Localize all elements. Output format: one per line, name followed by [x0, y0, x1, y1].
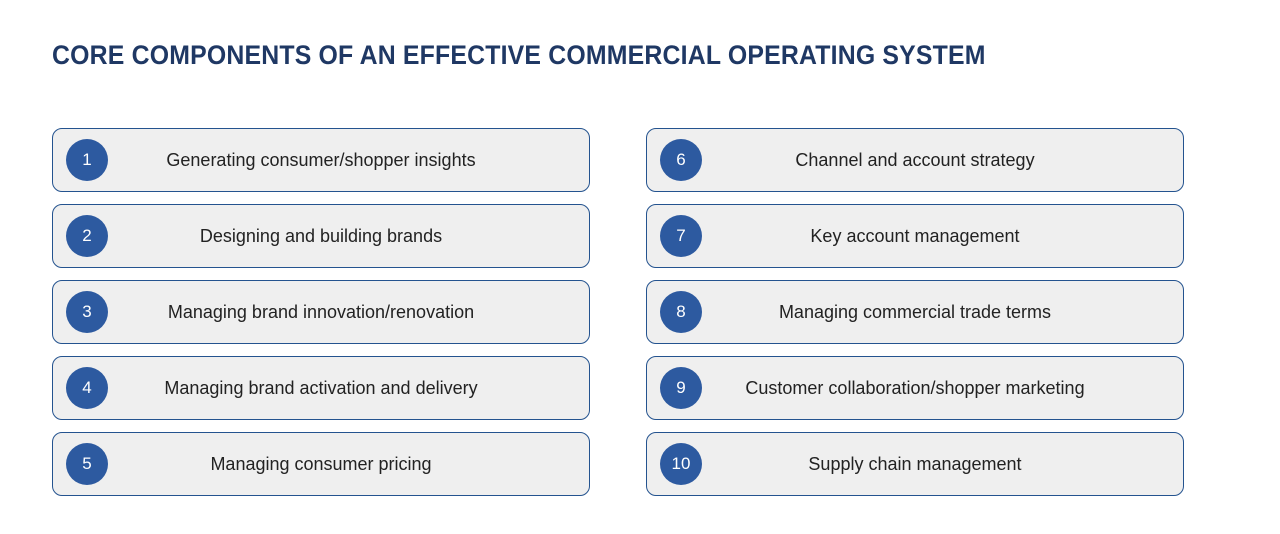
component-item-6: 6 Channel and account strategy [646, 128, 1184, 192]
component-item-5: 5 Managing consumer pricing [52, 432, 590, 496]
number-badge: 3 [66, 291, 108, 333]
component-label: Managing commercial trade terms [778, 301, 1052, 322]
number-badge: 1 [66, 139, 108, 181]
right-column: 6 Channel and account strategy 7 Key acc… [646, 128, 1184, 496]
number-badge: 2 [66, 215, 108, 257]
number-badge: 6 [660, 139, 702, 181]
component-label: Key account management [810, 225, 1020, 246]
component-label: Managing brand activation and delivery [164, 377, 478, 398]
left-column: 1 Generating consumer/shopper insights 2… [52, 128, 590, 496]
number-badge: 4 [66, 367, 108, 409]
number-badge: 9 [660, 367, 702, 409]
number-badge: 8 [660, 291, 702, 333]
component-label: Channel and account strategy [795, 149, 1035, 170]
component-item-10: 10 Supply chain management [646, 432, 1184, 496]
component-item-9: 9 Customer collaboration/shopper marketi… [646, 356, 1184, 420]
component-label: Generating consumer/shopper insights [166, 149, 476, 170]
page-title: CORE COMPONENTS OF AN EFFECTIVE COMMERCI… [52, 40, 986, 70]
component-label: Managing consumer pricing [210, 453, 432, 474]
component-item-2: 2 Designing and building brands [52, 204, 590, 268]
number-badge: 7 [660, 215, 702, 257]
component-item-4: 4 Managing brand activation and delivery [52, 356, 590, 420]
component-item-3: 3 Managing brand innovation/renovation [52, 280, 590, 344]
component-item-7: 7 Key account management [646, 204, 1184, 268]
components-grid: 1 Generating consumer/shopper insights 2… [52, 128, 1184, 496]
number-badge: 5 [66, 443, 108, 485]
component-label: Supply chain management [808, 453, 1022, 474]
component-label: Managing brand innovation/renovation [167, 301, 475, 322]
number-badge: 10 [660, 443, 702, 485]
component-item-1: 1 Generating consumer/shopper insights [52, 128, 590, 192]
component-label: Customer collaboration/shopper marketing [745, 377, 1085, 398]
component-item-8: 8 Managing commercial trade terms [646, 280, 1184, 344]
component-label: Designing and building brands [199, 225, 443, 246]
